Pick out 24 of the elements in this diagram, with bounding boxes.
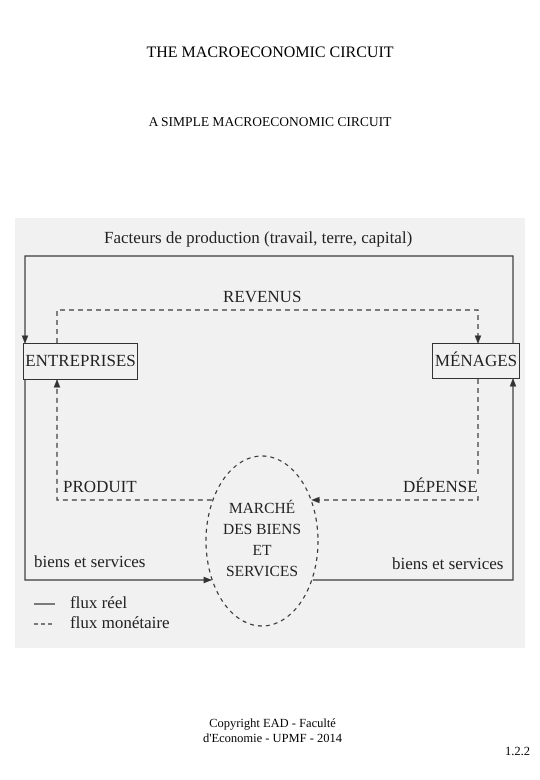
sector-box [23, 343, 138, 380]
dashed-arrow [311, 379, 479, 504]
page-number: 1.2.2 [504, 744, 530, 759]
market-ellipse [205, 455, 319, 627]
subtitle: A SIMPLE MACROECONOMIC CIRCUIT [148, 114, 392, 130]
arrow [24, 380, 212, 584]
node-label: MARCHÉ DES BIENS ET SERVICES [222, 499, 302, 582]
edge-label: Facteurs de production (travail, terre, capital) [103, 229, 414, 246]
edge-label: PRODUIT [62, 478, 138, 495]
copyright-note: Copyright EAD - Faculté d'Economie - UPMF - 2014 [202, 716, 344, 746]
arrow [22, 255, 514, 344]
sector-box [432, 343, 520, 379]
legend-label: flux réel [70, 593, 128, 613]
title: THE MACROECONOMIC CIRCUIT [145, 44, 395, 62]
dashed-arrow [56, 309, 482, 344]
dashed-arrow [54, 379, 212, 501]
edge-label: REVENUS [222, 288, 302, 305]
node-label: ENTREPRISES [25, 350, 136, 372]
edge-label: DÉPENSE [402, 478, 479, 495]
node-label: MÉNAGES [434, 350, 518, 372]
edge-label: biens et services [33, 553, 146, 570]
arrow [312, 378, 516, 581]
legend-label: flux monétaire [70, 613, 170, 633]
edge-label: biens et services [391, 555, 504, 572]
